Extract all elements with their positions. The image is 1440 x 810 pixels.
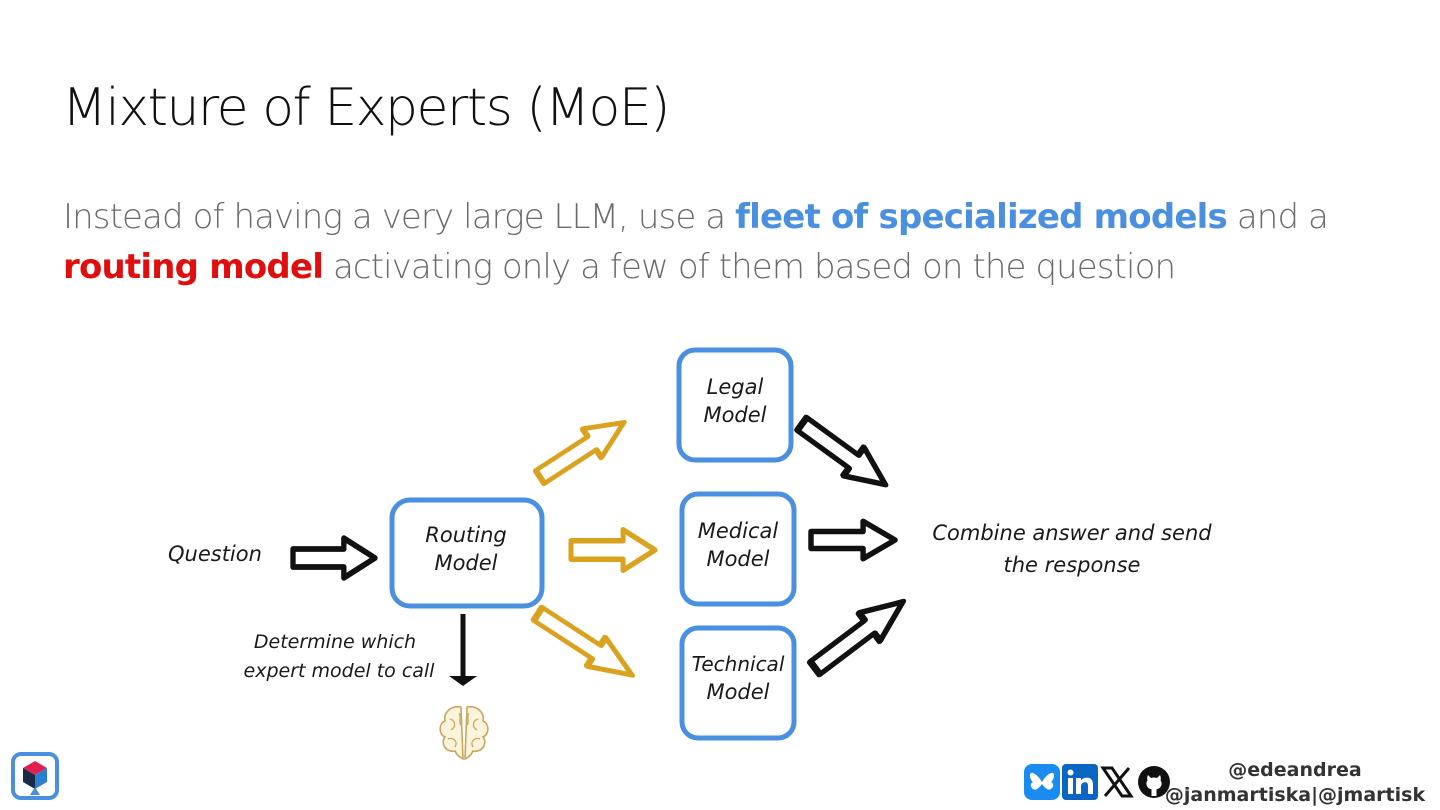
medical-to-output-arrow (808, 518, 898, 562)
down-arrow (449, 614, 477, 686)
github-icon[interactable] (1136, 764, 1172, 800)
technical-model-box: Technical Model (679, 625, 797, 741)
router-to-legal-arrow (532, 419, 627, 487)
linkedin-icon[interactable] (1062, 764, 1098, 800)
legal-to-output-arrow (794, 414, 889, 488)
question-arrow (290, 535, 378, 581)
routing-model-line2: Model (434, 551, 497, 575)
subtitle-text-3: activating only a few of them based on t… (323, 247, 1176, 287)
legal-model-box: Legal Model (676, 347, 794, 463)
router-note-line1: Determine which (254, 631, 416, 653)
presenter-handles: @edeandrea @janmartiska|@jmartisk (1160, 758, 1430, 808)
output-line2: the response (1004, 553, 1141, 577)
social-icons (1024, 764, 1172, 800)
technical-model-line2: Model (706, 680, 769, 704)
subtitle-text-2: and a (1226, 197, 1329, 237)
router-to-technical-arrow (530, 604, 636, 678)
handle-secondary: @janmartiska|@jmartisk (1164, 784, 1426, 806)
subtitle-highlight-fleet: fleet of specialized models (735, 197, 1228, 237)
bluesky-icon[interactable] (1024, 764, 1060, 800)
medical-model-line1: Medical (698, 519, 779, 543)
technical-to-output-arrow (806, 598, 907, 678)
brain-icon (439, 705, 489, 760)
handle-primary: @edeandrea (1228, 759, 1362, 781)
subtitle-text-1: Instead of having a very large LLM, use … (63, 197, 736, 237)
legal-model-line2: Model (703, 403, 766, 427)
routing-model-box: Routing Model (389, 497, 545, 609)
slide-subtitle: Instead of having a very large LLM, use … (63, 192, 1393, 292)
medical-model-box: Medical Model (679, 491, 797, 607)
legal-model-line1: Legal (707, 375, 764, 399)
question-label: Question (168, 542, 262, 566)
medical-model-line2: Model (706, 547, 769, 571)
routing-model-line1: Routing (425, 523, 506, 547)
output-line1: Combine answer and send (932, 521, 1212, 545)
x-icon[interactable] (1100, 764, 1134, 800)
technical-model-line1: Technical (692, 652, 785, 676)
presenter-logo-icon (10, 751, 60, 801)
subtitle-highlight-routing: routing model (63, 247, 324, 287)
slide-title: Mixture of Experts (MoE) (62, 78, 670, 138)
router-to-medical-arrow (568, 526, 658, 574)
router-note-line2: expert model to call (244, 660, 436, 682)
